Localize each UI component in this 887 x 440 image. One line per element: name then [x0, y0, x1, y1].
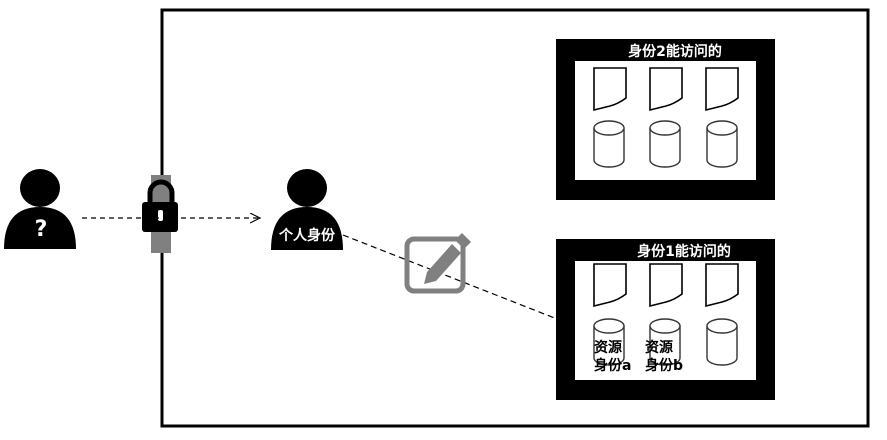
- unknown-user-symbol: ?: [35, 217, 48, 242]
- database-icon: [649, 120, 681, 168]
- identity1-group-title: 身份1能访问的: [637, 243, 731, 260]
- identity2-group-title: 身份2能访问的: [628, 43, 722, 60]
- user-identity-label: 个人身份: [278, 227, 336, 244]
- edit-icon: [404, 233, 471, 294]
- unknown-user-icon: ?: [4, 169, 76, 249]
- lock-icon: [142, 179, 178, 232]
- resource-label: 资源身份b: [645, 339, 683, 374]
- identity1-resource-group: 身份1能访问的 资源身份a 资源身份b: [556, 239, 775, 400]
- user-identity-icon: 个人身份: [271, 169, 343, 250]
- identity2-resource-group: 身份2能访问的: [556, 39, 775, 200]
- database-icon: [706, 120, 738, 168]
- database-icon: [593, 120, 625, 168]
- database-icon: [706, 318, 738, 366]
- resource-label: 资源身份a: [594, 339, 631, 374]
